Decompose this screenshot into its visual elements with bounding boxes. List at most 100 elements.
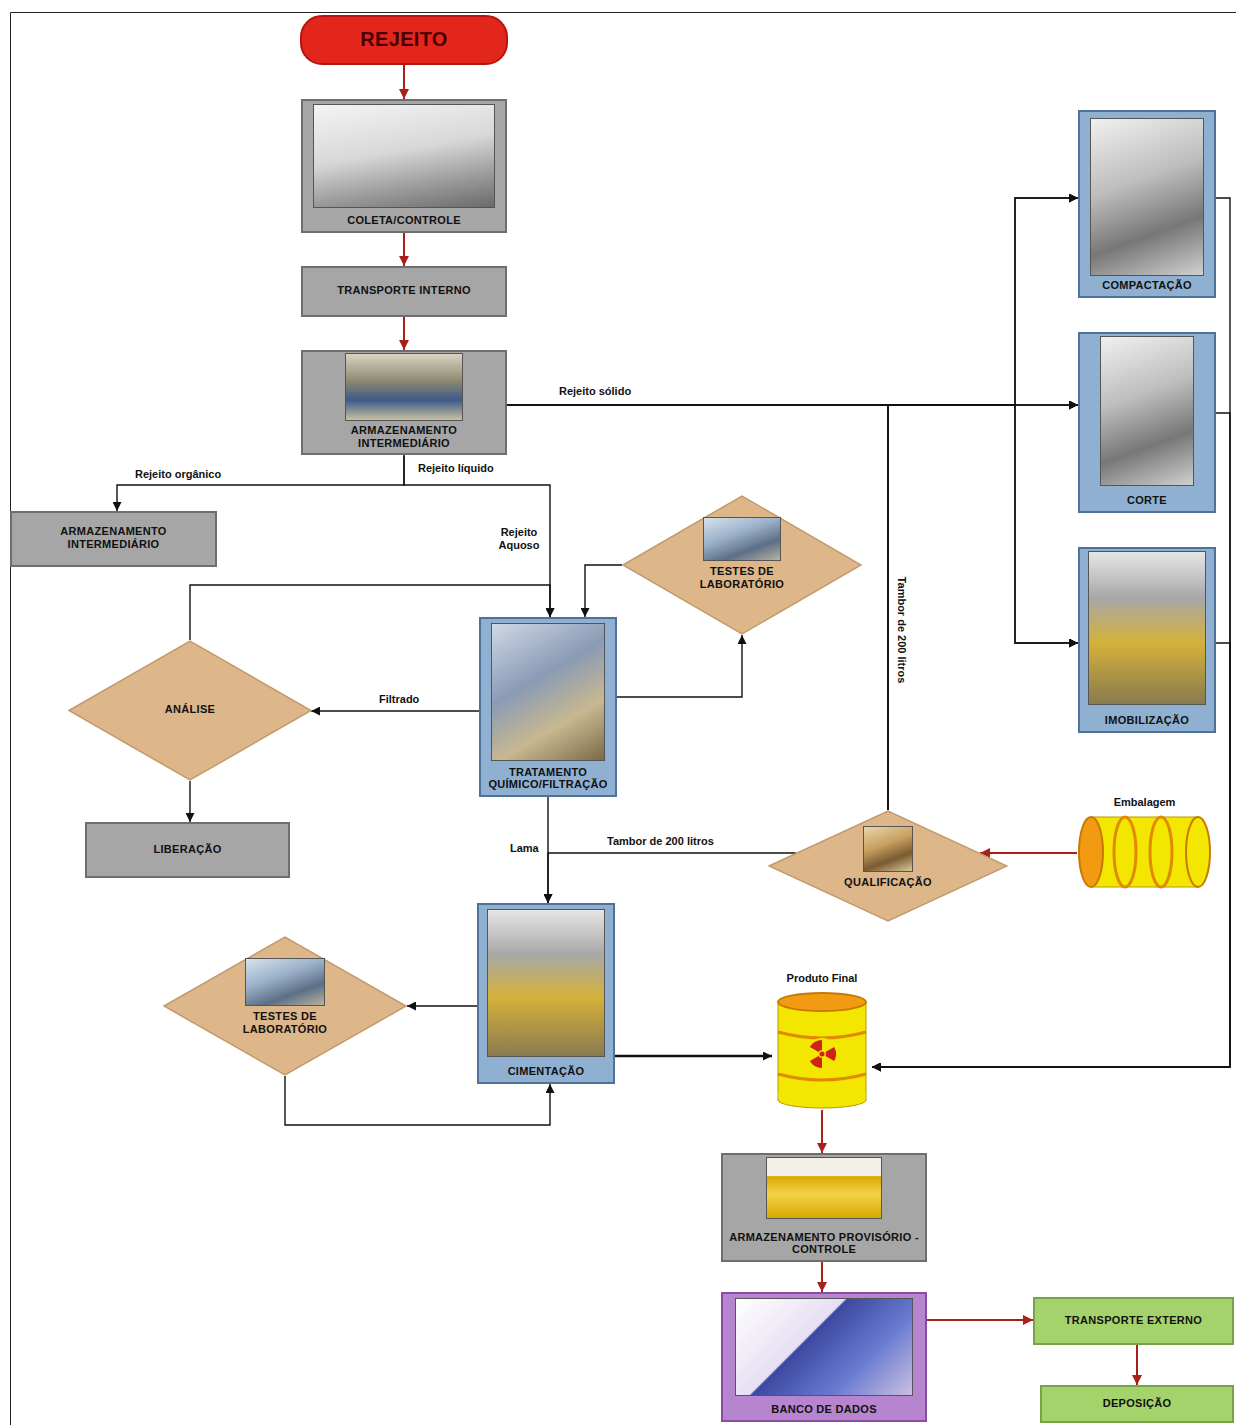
node-label: BANCO DE DADOS [723, 1401, 925, 1420]
node-label: Produto Final [772, 972, 872, 988]
node-label: COMPACTAÇÃO [1080, 277, 1214, 296]
connector [189, 781, 190, 822]
connector [888, 198, 1078, 810]
drum-opening [1079, 817, 1103, 887]
connector [888, 405, 1078, 810]
decision-diamond: TESTES DE LABORATÓRIO [163, 936, 407, 1076]
drum-body [778, 1002, 866, 1100]
node-label: ARMAZENAMENTO INTERMEDIÁRIO [303, 422, 505, 453]
node-label: Embalagem [1077, 796, 1212, 812]
connector [1136, 1345, 1138, 1385]
diamond-outline [163, 936, 407, 1076]
connector [548, 853, 796, 903]
photo-illustration [1100, 336, 1194, 486]
edge-label: Rejeito Aquoso [490, 526, 548, 551]
node-label: LIBERAÇÃO [87, 841, 288, 860]
edge-label: Tambor de 200 litros [605, 835, 716, 848]
edge-label: Filtrado [377, 693, 421, 706]
node-label: TESTES DE LABORATÓRIO [220, 1010, 350, 1035]
decision-diamond: ANÁLISE [68, 640, 312, 781]
start-terminal: REJEITO [300, 15, 508, 65]
drum-band [1114, 817, 1136, 887]
photo-illustration [766, 1157, 882, 1219]
connector [507, 198, 1078, 405]
connector [617, 635, 742, 697]
drum-bottom [778, 1092, 866, 1108]
connector [403, 317, 405, 350]
drum-lid [778, 993, 866, 1011]
node-label: TESTES DE LABORATÓRIO [672, 565, 812, 590]
node-label: TRANSPORTE INTERNO [303, 282, 505, 301]
decision-diamond: TESTES DE LABORATÓRIO [622, 495, 862, 635]
connector [404, 455, 550, 617]
connector [888, 405, 1078, 810]
node-label: DEPOSIÇÃO [1042, 1395, 1232, 1414]
storage-box: ARMAZENAMENTO INTERMEDIÁRIO [301, 350, 507, 455]
process-box: COMPACTAÇÃO [1078, 110, 1216, 298]
process-box: IMOBILIZAÇÃO [1078, 547, 1216, 733]
photo-illustration [345, 353, 463, 421]
storage-box: ARMAZENAMENTO INTERMEDIÁRIO [10, 511, 217, 567]
node-label: ARMAZENAMENTO PROVISÓRIO - CONTROLE [723, 1229, 925, 1260]
connector [927, 1319, 1033, 1321]
connector [403, 65, 405, 99]
node-label: IMOBILIZAÇÃO [1080, 712, 1214, 731]
drum-body [779, 1091, 866, 1100]
database-box: BANCO DE DADOS [721, 1292, 927, 1422]
photo-illustration [1090, 118, 1204, 276]
drum-illustration [772, 990, 872, 1110]
node-label: COLETA/CONTROLE [303, 212, 505, 231]
radiation-ground [806, 1038, 838, 1070]
drum-band [778, 1074, 866, 1080]
photo-illustration [1088, 551, 1206, 705]
edge-label: Tambor de 200 litros [896, 575, 909, 686]
connector [311, 710, 479, 711]
connector [872, 198, 1230, 1067]
connector [821, 1110, 823, 1153]
photo-illustration [245, 958, 325, 1006]
diamond-fill [164, 937, 406, 1075]
process-box: CIMENTAÇÃO [477, 903, 615, 1084]
flow-label: Rejeito líquido [416, 462, 496, 475]
radiation-symbol [825, 1047, 836, 1061]
decision-diamond: QUALIFICAÇÃO [768, 810, 1008, 922]
process-box: DEPOSIÇÃO [1040, 1385, 1234, 1423]
process-box: TRATAMENTO QUÍMICO/FILTRAÇÃO [479, 617, 617, 797]
diamond-fill [769, 811, 1007, 921]
photo-illustration [313, 104, 495, 208]
edge-label: Rejeito orgânico [133, 468, 223, 481]
page-frame [11, 13, 1236, 1425]
drum-body [1091, 817, 1198, 887]
process-box: TRANSPORTE EXTERNO [1033, 1297, 1234, 1345]
photo-illustration [735, 1298, 913, 1396]
connector [980, 852, 1077, 854]
node-label: TRANSPORTE EXTERNO [1035, 1312, 1232, 1331]
drum-symbol: Embalagem [1077, 796, 1212, 890]
process-box: LIBERAÇÃO [85, 822, 290, 878]
node-label: CIMENTAÇÃO [479, 1063, 613, 1082]
diamond-fill [623, 496, 861, 634]
node-label: QUALIFICAÇÃO [828, 876, 948, 889]
photo-illustration [703, 517, 781, 561]
drum-symbol: Produto Final [772, 972, 872, 1110]
connector [585, 565, 622, 617]
node-label: REJEITO [302, 26, 506, 55]
drum-illustration [1077, 814, 1212, 890]
connector [615, 1055, 772, 1058]
connector [117, 455, 404, 511]
connector [821, 1262, 823, 1292]
photo-illustration [487, 909, 605, 1057]
drum-end [1186, 817, 1210, 887]
connector [507, 405, 1078, 643]
process-box: COLETA/CONTROLE [301, 99, 507, 233]
radiation-symbol [810, 1056, 822, 1068]
process-box: CORTE [1078, 332, 1216, 513]
node-label: TRATAMENTO QUÍMICO/FILTRAÇÃO [481, 764, 615, 795]
photo-illustration [863, 826, 913, 872]
edge-label: Lama [508, 842, 541, 855]
connector [407, 1005, 477, 1006]
connector [403, 233, 405, 266]
drum-band [778, 1032, 866, 1038]
node-label: ARMAZENAMENTO INTERMEDIÁRIO [12, 523, 215, 554]
node-label: ANÁLISE [130, 703, 250, 716]
